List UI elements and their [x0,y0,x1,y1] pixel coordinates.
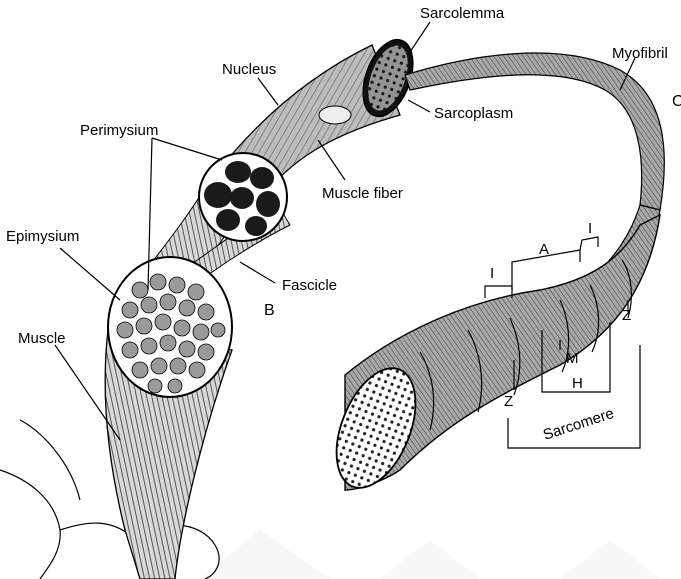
leader-sarcolemma [408,22,430,55]
label-muscle: Muscle [18,330,66,347]
label-sarcoplasm: Sarcoplasm [434,105,513,122]
leader-perimysium-2 [152,138,222,160]
watermark [200,530,660,579]
label-nucleus: Nucleus [222,61,276,78]
nucleus-shape [319,106,351,124]
leader-nucleus [258,78,278,105]
label-fascicle: Fascicle [282,277,337,294]
leader-sarcoplasm [408,100,430,112]
fascicle-cross-section [199,153,287,241]
muscle-cross-section [108,257,232,397]
label-sarcomere: Sarcomere [541,405,616,444]
label-band-z-left: Z [504,393,513,410]
label-band-z-right: Z [622,307,631,324]
label-band-m: M [566,350,579,367]
label-sarcolemma: Sarcolemma [420,5,505,22]
label-b: B [264,302,275,319]
label-band-i-right: I [588,220,592,237]
label-myofibril: Myofibril [612,45,668,62]
leader-muscle-fiber [318,140,345,180]
leader-epimysium [60,248,120,300]
label-perimysium: Perimysium [80,122,158,139]
label-band-i-left: I [490,265,494,282]
leader-fascicle [240,262,275,283]
label-muscle-fiber: Muscle fiber [322,185,403,202]
label-epimysium: Epimysium [6,228,79,245]
label-band-h: H [572,375,583,392]
label-c: C [672,93,681,110]
label-band-a: A [539,241,549,258]
